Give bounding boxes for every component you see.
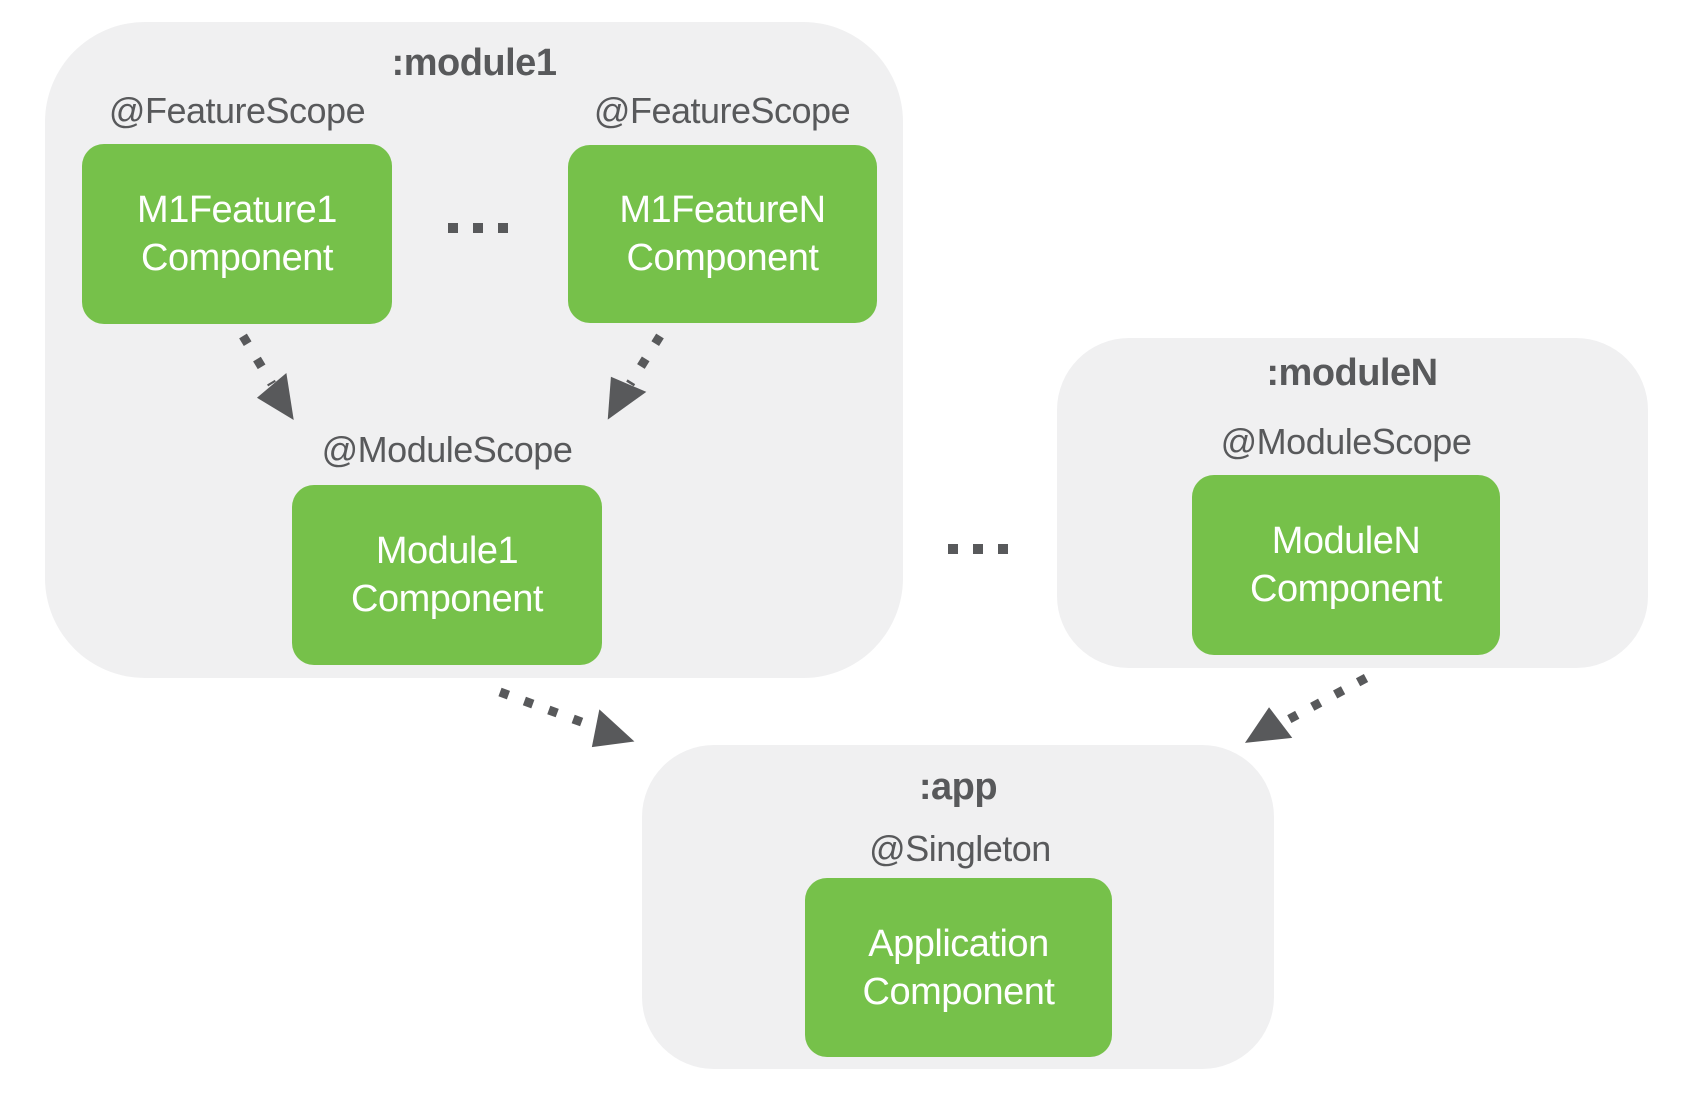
component-name-line: Component [862, 970, 1055, 1013]
m1featureN-component-box: M1FeatureN Component [568, 145, 877, 323]
application-component-box: Application Component [805, 878, 1112, 1057]
module-scope-label-module1: @ModuleScope [321, 429, 573, 470]
arrow-moduleN-to-app [1244, 674, 1369, 743]
feature-scope-label-1: @FeatureScope [108, 90, 366, 131]
singleton-scope-label: @Singleton [869, 828, 1051, 869]
component-name-line: Component [1250, 568, 1442, 610]
ellipsis-dot [498, 223, 508, 233]
ellipsis-dot [948, 544, 958, 554]
ellipsis-dot [973, 544, 983, 554]
module1-title: :module1 [391, 42, 557, 84]
module-scope-label-moduleN: @ModuleScope [1220, 421, 1472, 462]
component-name-line: Component [141, 237, 333, 279]
moduleN-component-box: ModuleN Component [1192, 475, 1500, 655]
component-name-line: Component [351, 578, 543, 620]
app-title: :app [918, 766, 998, 808]
component-name-line: Application [868, 922, 1049, 965]
module1-component-box: Module1 Component [292, 485, 602, 665]
component-name-line: M1Feature1 [137, 189, 337, 231]
moduleN-title: :moduleN [1266, 352, 1438, 394]
ellipsis-dot [448, 223, 458, 233]
modules-ellipsis [948, 544, 1008, 554]
arrow-module1-to-app [498, 687, 635, 748]
component-name-line: M1FeatureN [619, 189, 826, 231]
ellipsis-dot [473, 223, 483, 233]
component-name-line: Module1 [375, 530, 519, 572]
ellipsis-dot [998, 544, 1008, 554]
m1feature1-component-box: M1Feature1 Component [82, 144, 392, 324]
features-ellipsis [448, 223, 508, 233]
feature-scope-label-2: @FeatureScope [593, 90, 851, 131]
component-name-line: Component [626, 237, 819, 279]
component-name-line: ModuleN [1271, 520, 1421, 562]
